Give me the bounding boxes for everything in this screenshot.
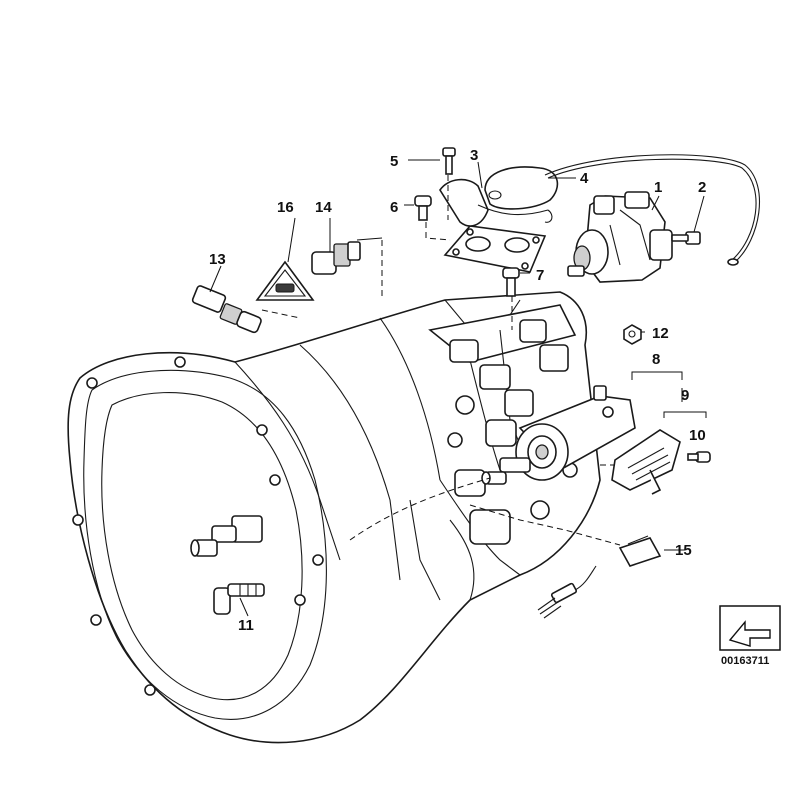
transmission-housing <box>67 291 601 744</box>
callout-14: 14 <box>315 199 332 216</box>
diagram-reference-box: 00163711 <box>719 605 781 667</box>
view-direction-arrow-icon <box>728 620 771 647</box>
reference-lines <box>261 175 621 546</box>
callout-4: 4 <box>580 170 589 187</box>
callout-11: 11 <box>238 617 254 634</box>
callout-12: 12 <box>652 325 669 342</box>
sensor-15 <box>537 535 662 619</box>
reverse-light-switch-14 <box>311 241 361 275</box>
callout-16: 16 <box>277 199 294 216</box>
callout-5: 5 <box>390 153 398 170</box>
shift-cover-plate <box>443 225 547 273</box>
callout-6: 6 <box>390 199 398 216</box>
bolt-7 <box>502 267 520 297</box>
callout-10: 10 <box>689 427 706 444</box>
callout-15: 15 <box>675 542 692 559</box>
callout-1: 1 <box>654 179 662 196</box>
nut-12 <box>623 324 642 345</box>
slave-cylinder <box>481 385 636 485</box>
diagram-code: 00163711 <box>721 655 769 667</box>
bolt-2 <box>671 231 701 245</box>
sensor-cover <box>484 166 559 210</box>
warning-label-16 <box>255 260 315 301</box>
bolt-6 <box>414 195 432 221</box>
selector-housing <box>439 178 553 227</box>
hydraulic-unit <box>567 191 673 283</box>
bolt-11 <box>213 583 265 615</box>
temperature-sensor-13 <box>191 285 262 334</box>
callout-13: 13 <box>209 251 226 268</box>
wiring-harness <box>544 154 761 266</box>
callout-9: 9 <box>681 387 689 404</box>
input-shaft <box>190 515 263 557</box>
bolt-5 <box>442 147 456 175</box>
leader-lines <box>209 159 707 617</box>
callout-7: 7 <box>536 267 544 284</box>
callout-2: 2 <box>698 179 706 196</box>
flange-bolt-bosses <box>72 356 324 696</box>
callout-labels: 1 2 3 4 5 6 7 8 9 10 11 12 13 14 15 16 <box>209 147 706 634</box>
screw-10 <box>687 451 711 463</box>
callout-8: 8 <box>652 351 660 368</box>
heat-shield <box>611 429 681 495</box>
callout-3: 3 <box>470 147 478 164</box>
